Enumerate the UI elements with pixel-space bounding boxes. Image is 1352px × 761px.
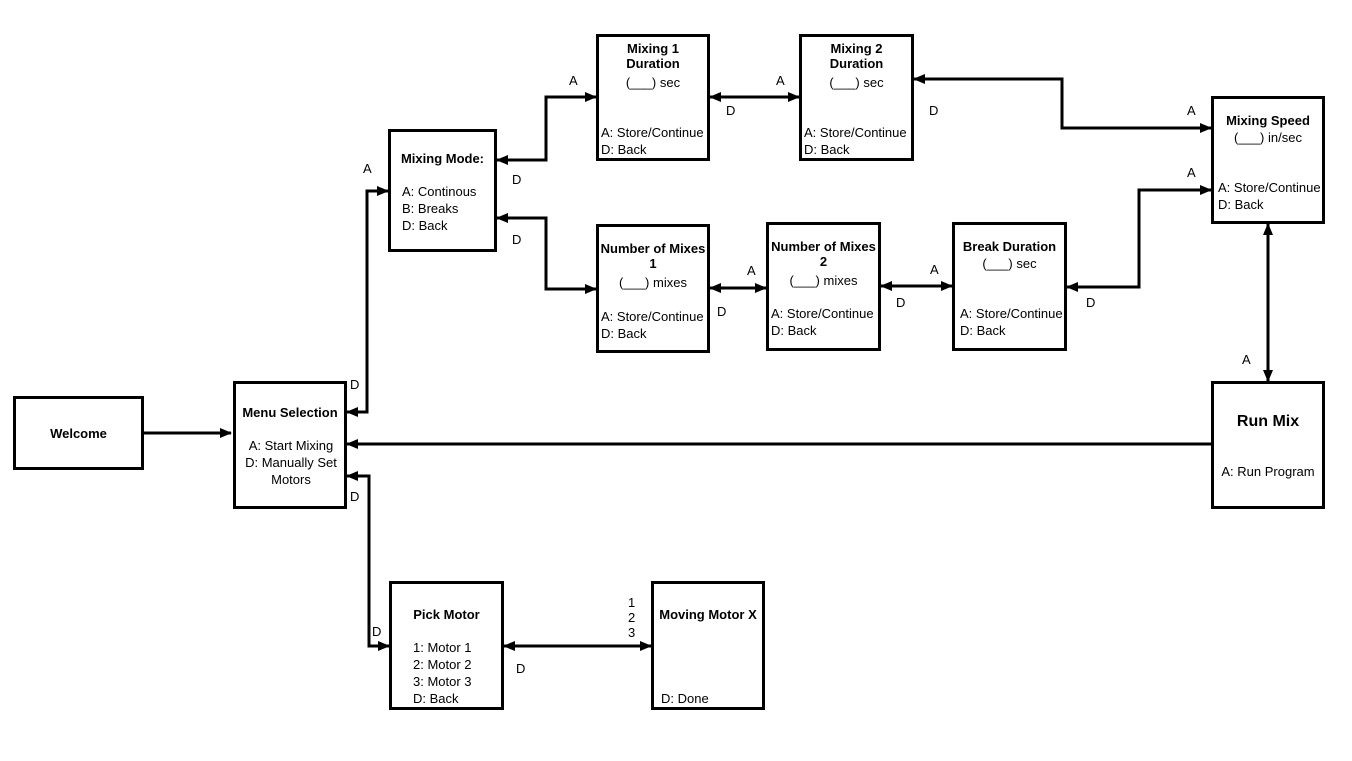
number-of-mixes-2-title: Number of Mixes 2 <box>771 239 876 269</box>
number-of-mixes-2-node: Number of Mixes 2 (___) mixes A: Store/C… <box>766 222 881 351</box>
run-mix-node: Run Mix A: Run Program <box>1211 381 1325 509</box>
moving-motor-node: Moving Motor X D: Done <box>651 581 765 710</box>
run-mix-options: A: Run Program <box>1221 464 1315 479</box>
edge-label-speed-run-a: A <box>1242 352 1251 367</box>
mixing-mode-node: Mixing Mode: A: Continous B: Breaks D: B… <box>388 129 497 252</box>
number-of-mixes-2-value: (___) mixes <box>789 273 858 288</box>
mixing-1-duration-value: (___) sec <box>625 75 681 90</box>
edge-label-mode-d-bottom: D <box>512 232 522 247</box>
mixing-1-duration-node: Mixing 1 Duration (___) sec A: Store/Con… <box>596 34 710 161</box>
number-of-mixes-1-node: Number of Mixes 1 (___) mixes A: Store/C… <box>596 224 710 353</box>
break-duration-node: Break Duration (___) sec A: Store/Contin… <box>952 222 1067 351</box>
edge-label-mode-d-top: D <box>512 172 522 187</box>
edge-label-mode-a: A <box>569 73 578 88</box>
moving-motor-title: Moving Motor X <box>659 607 757 622</box>
edge-label-num2-brk-a: A <box>930 262 939 277</box>
edge-label-mix1-mix2-d: D <box>726 103 736 118</box>
edge-label-menu-d-up: D <box>350 377 360 392</box>
edge-brk-speed <box>1066 185 1212 292</box>
menu-selection-title: Menu Selection <box>242 405 338 420</box>
break-duration-value: (___) sec <box>982 256 1037 271</box>
edge-label-menu-a: A <box>363 161 372 176</box>
edge-label-menu-d-down: D <box>350 489 360 504</box>
mixing-1-duration-options: A: Store/Continue D: Back <box>601 125 704 157</box>
run-mix-title: Run Mix <box>1236 413 1300 430</box>
welcome-title: Welcome <box>50 426 107 441</box>
edge-label-speed-a-bottom: A <box>1187 165 1196 180</box>
edge-mix2-speed <box>913 74 1212 133</box>
edge-label-mix1-mix2-a: A <box>776 73 785 88</box>
edge-label-brk-speed-d: D <box>1086 295 1096 310</box>
edge-label-pick-moving-d: D <box>516 661 526 676</box>
number-of-mixes-1-options: A: Store/Continue D: Back <box>601 309 704 341</box>
edge-menu-pick <box>346 471 390 651</box>
mixing-speed-node: Mixing Speed (___) in/sec A: Store/Conti… <box>1211 96 1325 224</box>
mixing-speed-options: A: Store/Continue D: Back <box>1218 180 1321 212</box>
break-duration-options: A: Store/Continue D: Back <box>960 306 1063 338</box>
edge-mode-mix1 <box>496 92 597 165</box>
mixing-2-duration-options: A: Store/Continue D: Back <box>804 125 907 157</box>
moving-motor-options: D: Done <box>661 691 709 706</box>
mixing-mode-title: Mixing Mode: <box>400 151 485 166</box>
edge-label-num1-num2-a: A <box>747 263 756 278</box>
edge-menu-mode <box>346 186 389 417</box>
number-of-mixes-2-options: A: Store/Continue D: Back <box>771 306 874 338</box>
break-duration-title: Break Duration <box>962 239 1057 254</box>
edge-label-speed-a-top: A <box>1187 103 1196 118</box>
number-of-mixes-1-value: (___) mixes <box>619 275 687 290</box>
welcome-node: Welcome <box>13 396 144 470</box>
edge-label-num2-brk-d: D <box>896 295 906 310</box>
menu-selection-node: Menu Selection A: Start Mixing D: Manual… <box>233 381 347 509</box>
mixing-speed-value: (___) in/sec <box>1234 130 1302 145</box>
mixing-speed-title: Mixing Speed <box>1226 113 1310 128</box>
edge-mode-num1 <box>496 213 597 294</box>
menu-selection-options: A: Start Mixing D: Manually Set Motors <box>245 438 337 487</box>
mixing-2-duration-node: Mixing 2 Duration (___) sec A: Store/Con… <box>799 34 914 161</box>
edge-label-num1-num2-d: D <box>717 304 727 319</box>
edge-label-mix2-speed-d: D <box>929 103 939 118</box>
edge-label-pick-d-in: D <box>372 624 382 639</box>
mixing-2-duration-value: (___) sec <box>829 75 884 90</box>
mixing-mode-options: A: Continous B: Breaks D: Back <box>402 184 477 233</box>
edge-label-moving-keys: 1 2 3 <box>628 595 636 640</box>
number-of-mixes-1-title: Number of Mixes 1 <box>600 241 706 271</box>
mixing-2-duration-title: Mixing 2 Duration <box>829 41 884 71</box>
pick-motor-title: Pick Motor <box>413 607 480 622</box>
pick-motor-options: 1: Motor 1 2: Motor 2 3: Motor 3 D: Back <box>413 640 472 706</box>
mixing-1-duration-title: Mixing 1 Duration <box>626 41 680 71</box>
pick-motor-node: Pick Motor 1: Motor 1 2: Motor 2 3: Moto… <box>389 581 504 710</box>
